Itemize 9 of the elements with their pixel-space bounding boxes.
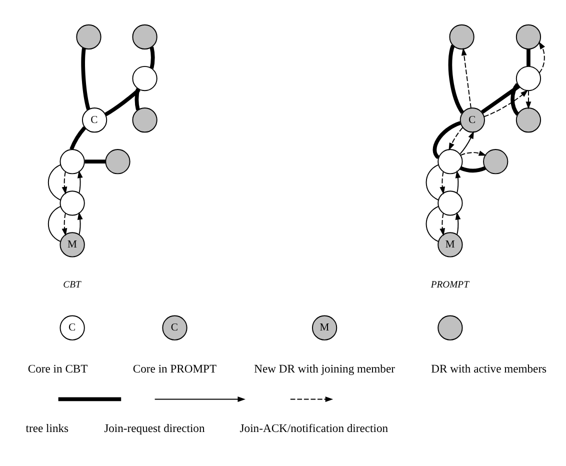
- label: PROMPT: [430, 280, 469, 291]
- legend-label: tree links: [26, 422, 69, 436]
- node-label: DR with active members: [431, 362, 547, 376]
- label: CBT: [63, 280, 81, 291]
- node-label: Core in PROMPT: [132, 362, 217, 376]
- legend-label: Join-request direction: [104, 422, 205, 436]
- node-label: Core in CBT: [28, 362, 88, 376]
- node-label: New DR with joining member: [254, 362, 395, 376]
- legend-label: Join-ACK/notification direction: [240, 422, 388, 436]
